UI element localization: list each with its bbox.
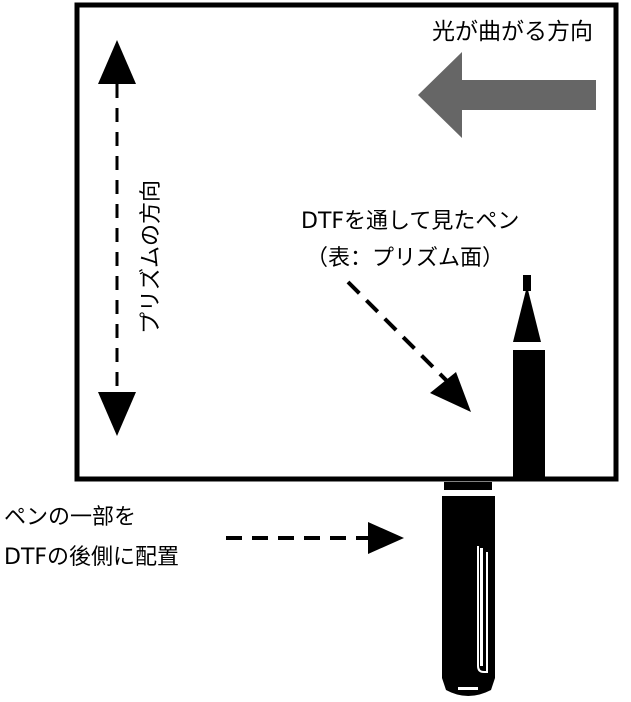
prism-direction-label: プリズムの方向 xyxy=(139,179,164,334)
pen-part-pointer-arrow-icon xyxy=(226,522,404,554)
pen-view-pointer-arrow-icon xyxy=(346,280,471,412)
light-direction-label: 光が曲がる方向 xyxy=(432,19,593,45)
pen-through-dtf-icon xyxy=(513,275,545,479)
light-direction-arrow-icon xyxy=(418,52,596,138)
pen-part-label-line2: DTFの後側に配置 xyxy=(4,545,180,570)
pen-view-label-line1: DTFを通して見たペン xyxy=(301,209,520,234)
pen-part-label-line1: ペンの一部を xyxy=(4,505,137,530)
prism-direction-double-arrow-icon xyxy=(98,40,136,436)
pen-view-label-line2: （表：プリズム面） xyxy=(306,246,505,271)
dtf-filter-frame xyxy=(74,2,619,482)
pen-behind-dtf-icon xyxy=(442,482,495,696)
